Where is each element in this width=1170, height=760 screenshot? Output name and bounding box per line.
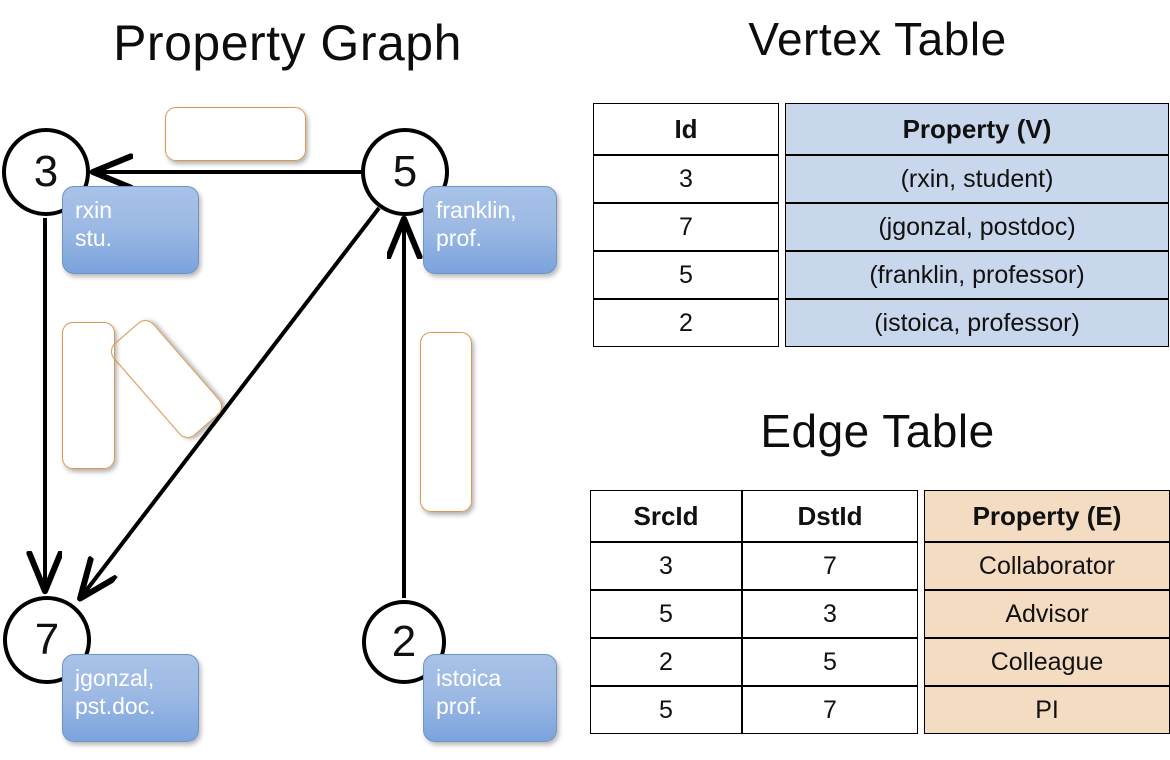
node-property-istoica-line2: prof. <box>436 693 483 720</box>
edge-label-collab[interactable]: Collab. <box>62 322 115 469</box>
edge-label-pi-text: PI <box>149 361 185 397</box>
edge-row-1-srcid: 5 <box>590 590 742 638</box>
table-row[interactable]: 2 5 Colleague <box>590 638 1170 686</box>
edge-row-1-property: Advisor <box>924 590 1170 638</box>
graph-node-7-label: 7 <box>34 615 60 664</box>
node-property-franklin-line2: prof. <box>436 225 483 252</box>
edge-table-header-row: SrcId DstId Property (E) <box>590 490 1170 542</box>
vertex-row-1-id: 7 <box>593 203 779 251</box>
node-property-istoica[interactable]: istoica prof. <box>423 654 557 742</box>
graph-node-5-label: 5 <box>392 147 418 196</box>
vertex-row-0-id: 3 <box>593 155 779 203</box>
edge-row-2-dstid: 5 <box>742 638 918 686</box>
page-title-vertex-table: Vertex Table <box>748 13 1007 65</box>
node-property-franklin-line1: franklin, <box>436 197 517 223</box>
edge-table: SrcId DstId Property (E) 3 7 Collaborato… <box>590 490 1170 734</box>
vertex-row-3-id: 2 <box>593 299 779 347</box>
node-property-rxin[interactable]: rxin stu. <box>62 186 199 274</box>
page-title-edge-table: Edge Table <box>760 405 995 457</box>
graph-node-2-label: 2 <box>391 617 417 666</box>
table-row[interactable]: 3 (rxin, student) <box>593 155 1169 203</box>
vertex-table-header-id: Id <box>593 103 779 155</box>
edge-row-2-srcid: 2 <box>590 638 742 686</box>
edge-row-0-property: Collaborator <box>924 542 1170 590</box>
edge-table-header-dstid: DstId <box>742 490 918 542</box>
vertex-table: Id Property (V) 3 (rxin, student) 7 (jgo… <box>593 103 1169 347</box>
node-property-franklin[interactable]: franklin, prof. <box>423 186 557 274</box>
edge-label-collab-text: Collab. <box>75 358 103 433</box>
node-property-rxin-line1: rxin <box>75 197 113 223</box>
edge-label-colleague[interactable]: Colleague <box>420 332 472 512</box>
edge-label-colleague-text: Colleague <box>433 367 460 477</box>
vertex-row-2-id: 5 <box>593 251 779 299</box>
table-row[interactable]: 5 3 Advisor <box>590 590 1170 638</box>
vertex-row-0-property: (rxin, student) <box>785 155 1169 203</box>
node-property-rxin-line2: stu. <box>75 225 113 252</box>
graph-edge-lines <box>0 0 580 760</box>
vertex-row-1-property: (jgonzal, postdoc) <box>785 203 1169 251</box>
property-graph-diagram: 3 5 7 2 rxin stu. franklin, prof. jgonza… <box>0 0 580 760</box>
edge-row-2-property: Colleague <box>924 638 1170 686</box>
node-property-jgonzal-line1: jgonzal, <box>75 665 155 691</box>
vertex-table-header-property: Property (V) <box>785 103 1169 155</box>
node-property-jgonzal[interactable]: jgonzal, pst.doc. <box>62 654 199 742</box>
table-row[interactable]: 7 (jgonzal, postdoc) <box>593 203 1169 251</box>
vertex-row-2-property: (franklin, professor) <box>785 251 1169 299</box>
edge-table-header-property: Property (E) <box>924 490 1170 542</box>
table-row[interactable]: 3 7 Collaborator <box>590 542 1170 590</box>
table-row[interactable]: 5 (franklin, professor) <box>593 251 1169 299</box>
edge-row-1-dstid: 3 <box>742 590 918 638</box>
graph-node-2[interactable]: 2 <box>362 600 446 684</box>
edge-label-advisor[interactable]: Advisor <box>165 107 306 161</box>
edge-row-3-property: PI <box>924 686 1170 734</box>
edge-row-3-dstid: 7 <box>742 686 918 734</box>
vertex-row-3-property: (istoica, professor) <box>785 299 1169 347</box>
table-row[interactable]: 2 (istoica, professor) <box>593 299 1169 347</box>
edge-5-to-7 <box>82 206 381 596</box>
graph-node-3-label: 3 <box>33 147 59 196</box>
vertex-table-header-row: Id Property (V) <box>593 103 1169 155</box>
node-property-jgonzal-line2: pst.doc. <box>75 693 156 720</box>
table-row[interactable]: 5 7 PI <box>590 686 1170 734</box>
edge-label-advisor-text: Advisor <box>195 120 276 147</box>
edge-row-0-dstid: 7 <box>742 542 918 590</box>
edge-table-header-srcid: SrcId <box>590 490 742 542</box>
graph-node-5[interactable]: 5 <box>361 128 449 216</box>
page-title-property-graph: Property Graph <box>113 15 462 71</box>
node-property-istoica-line1: istoica <box>436 665 502 691</box>
edge-row-0-srcid: 3 <box>590 542 742 590</box>
edge-row-3-srcid: 5 <box>590 686 742 734</box>
